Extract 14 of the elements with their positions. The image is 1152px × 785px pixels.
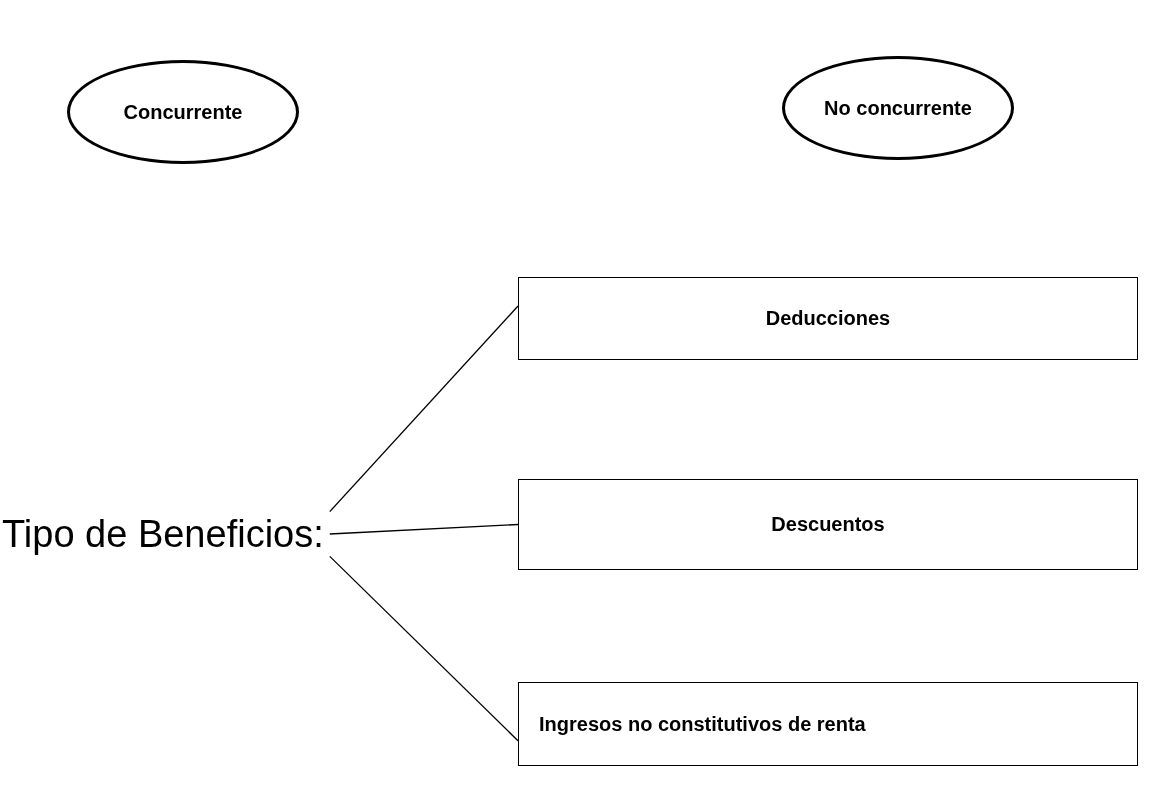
- node-label: Concurrente: [123, 100, 243, 124]
- text-label: Tipo de Beneficios:: [2, 506, 324, 562]
- process-box: [518, 479, 1138, 570]
- ellipse-node: [782, 56, 1014, 160]
- process-box: [518, 682, 1138, 766]
- ellipse-node: [67, 60, 299, 164]
- process-box: [518, 277, 1138, 360]
- node-label: Descuentos: [771, 513, 885, 536]
- node-label: No concurrente: [824, 96, 972, 120]
- node-label: Ingresos no constitutivos de renta: [539, 712, 866, 736]
- connector-line: [329, 555, 519, 742]
- node-label: Deducciones: [765, 307, 891, 330]
- connector-line: [329, 523, 519, 535]
- connector-line: [329, 305, 519, 513]
